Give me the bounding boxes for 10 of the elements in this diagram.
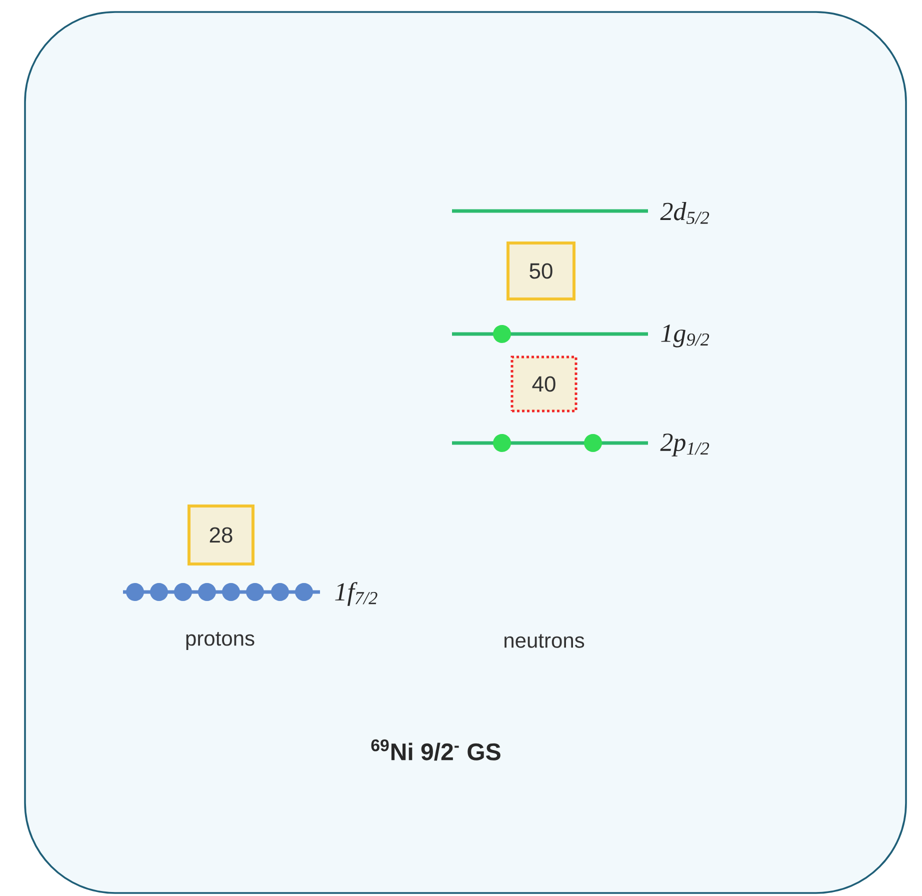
state-title: $^{69}$Ni 9/2$^{-}$ GS: [371, 739, 500, 761]
shell-gap-box: 28: [188, 504, 254, 566]
level-label: 2p$_{1/2}$: [660, 434, 710, 456]
level-label: 1g$_{9/2}$: [661, 324, 710, 348]
caption-text: protons: [186, 632, 254, 650]
shell-gap-box: 50: [506, 241, 576, 300]
caption-text: neutrons: [504, 634, 584, 648]
level-label: 1f$_{7/2}$: [335, 582, 378, 606]
shell-gap-box: 40: [510, 356, 578, 412]
level-label: 2d$_{5/2}$: [660, 202, 710, 224]
